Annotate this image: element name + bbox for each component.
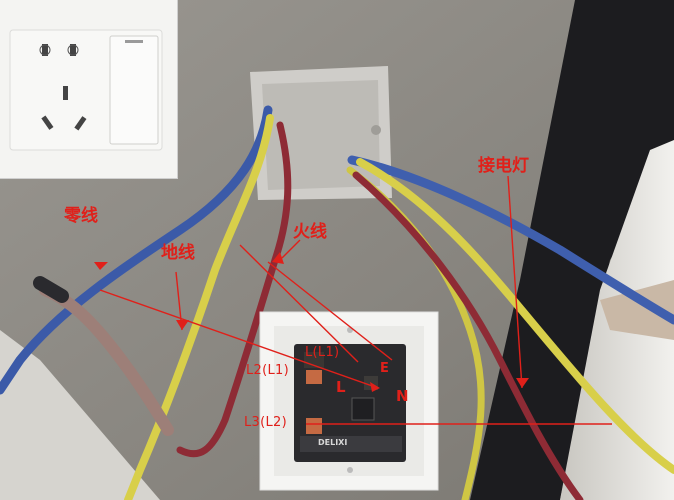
socket-ring-left (39, 44, 51, 56)
label-l2-l1: L2(L1) (246, 363, 289, 378)
label-e: E (380, 361, 389, 376)
label-l3-l2: L3(L2) (244, 415, 287, 430)
arrow-live (272, 252, 284, 264)
panel-inset (0, 0, 178, 179)
label-l-l1: L(L1) (305, 345, 340, 360)
rocker-switch (109, 35, 159, 145)
arrowheads (94, 252, 529, 392)
switch-label-strip (300, 436, 402, 452)
socket-ring-right (67, 44, 79, 56)
socket-slot-right (70, 44, 76, 56)
wire-red-live (176, 121, 292, 458)
switch-center (351, 397, 375, 421)
socket-slot-left (42, 44, 48, 56)
wire-yellow-right (356, 158, 674, 474)
terminal-l2 (306, 370, 322, 384)
terminal-l3 (306, 418, 322, 434)
line-lamp-label (507, 175, 523, 389)
line-live-label (281, 239, 301, 259)
switch-module (259, 311, 439, 491)
socket-slot-top (63, 86, 68, 100)
switch-brand: DELIXI (318, 438, 348, 447)
rocker-indicator (125, 40, 143, 43)
arrow-neutral (94, 262, 108, 270)
arrow-ground (176, 320, 189, 330)
wire-bundle (39, 284, 174, 436)
line-live (267, 261, 393, 361)
line-neutral (99, 289, 379, 389)
wire-blue-left (0, 105, 273, 395)
socket-slot-right-angle (74, 116, 87, 131)
line-ground (239, 244, 359, 363)
annotation-lines (99, 175, 612, 425)
arrow-n (370, 382, 380, 392)
floor-reflection (600, 280, 674, 340)
label-to-lamp: 接电灯 (478, 156, 529, 176)
plate-screw-bottom (347, 467, 353, 473)
label-neutral: 零线 (64, 206, 98, 226)
label-l: L (336, 378, 346, 396)
wire-blue-right (347, 155, 674, 325)
box-screw (371, 125, 381, 135)
label-n: N (396, 387, 409, 405)
socket-slot-left-angle (41, 115, 54, 130)
label-ground: 地线 (161, 243, 195, 263)
wall-highlight (0, 330, 160, 500)
wire-bundle-end (33, 276, 69, 303)
arrow-lamp (516, 378, 529, 388)
label-live: 火线 (293, 222, 327, 242)
outlet-panel (9, 29, 163, 151)
wire-red-right (352, 171, 584, 500)
